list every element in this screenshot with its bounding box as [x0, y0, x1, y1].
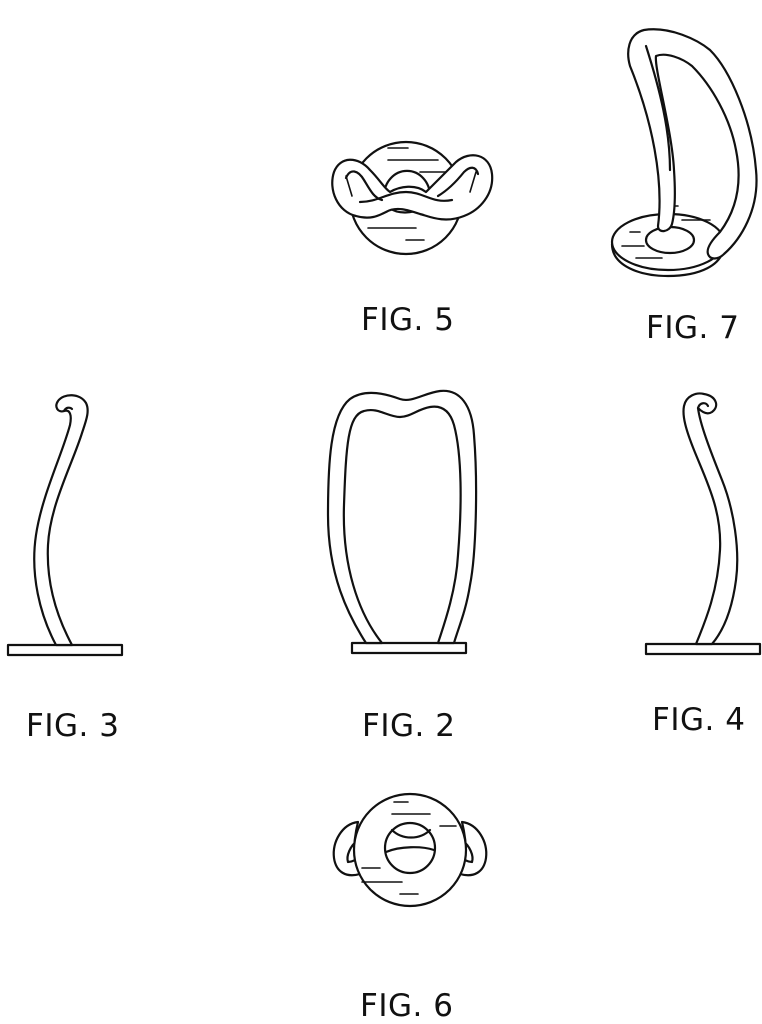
figure-4-drawing	[640, 380, 762, 660]
figure-2-label: FIG. 2	[362, 708, 456, 744]
figure-5-label: FIG. 5	[361, 302, 455, 338]
figure-2-drawing	[320, 385, 480, 660]
figure-5-drawing	[320, 140, 500, 260]
figure-4-label: FIG. 4	[652, 702, 746, 738]
figure-7-drawing	[600, 10, 762, 285]
figure-3-label: FIG. 3	[26, 708, 120, 744]
figure-6-label: FIG. 6	[360, 988, 454, 1024]
figure-7-label: FIG. 7	[646, 310, 740, 346]
figure-3-drawing	[0, 385, 130, 660]
figure-6-drawing	[330, 790, 490, 910]
